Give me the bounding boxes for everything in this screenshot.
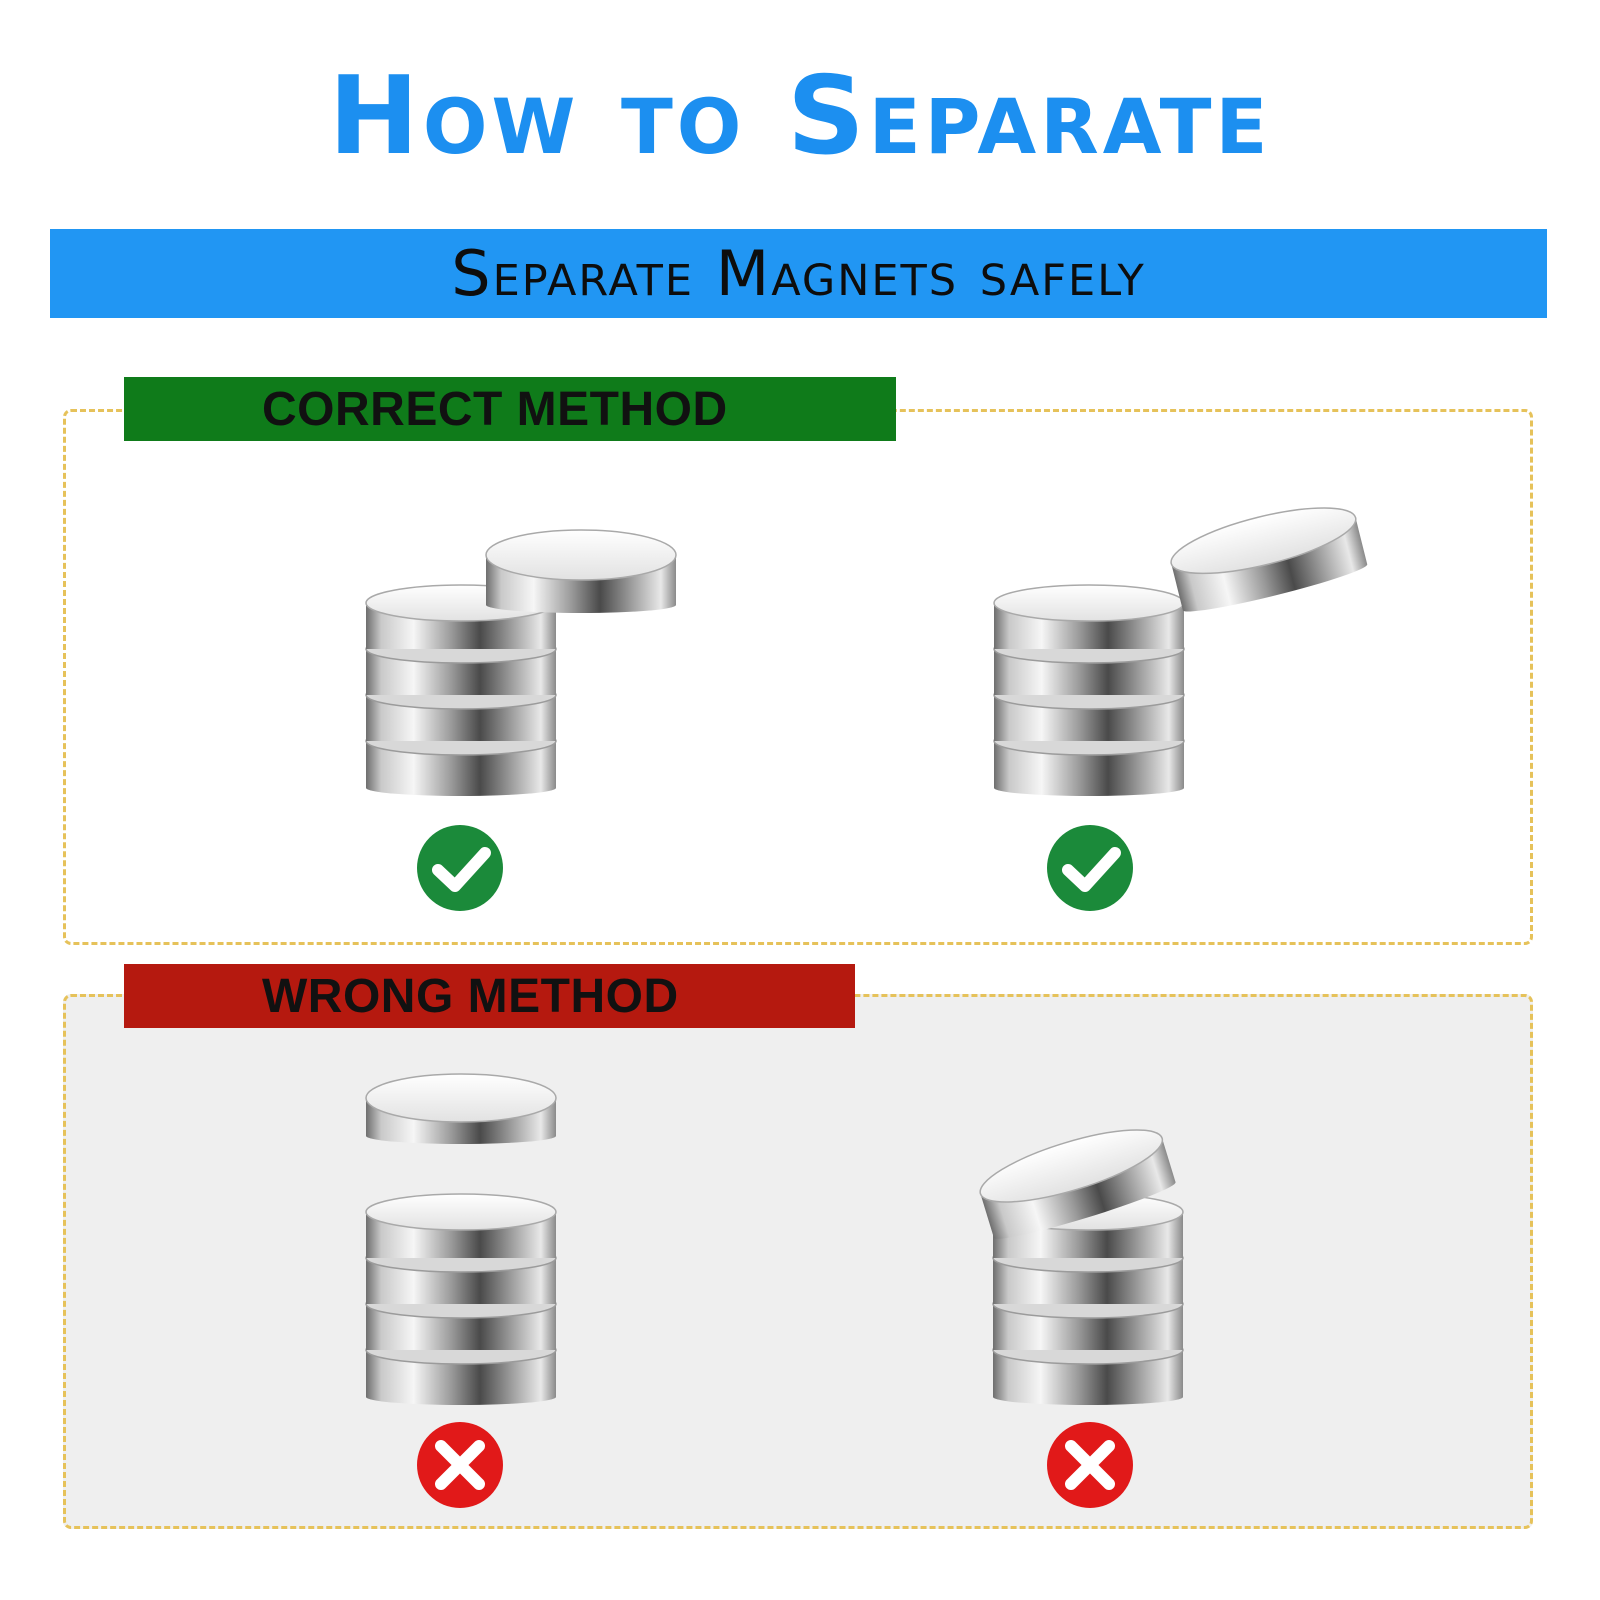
magnet-disc xyxy=(365,1193,557,1258)
cross-circle-icon xyxy=(1047,1422,1133,1508)
magnet-disc xyxy=(365,584,557,649)
subtitle-text: Separate Magnets safely xyxy=(451,237,1146,310)
check-circle-icon xyxy=(417,825,503,911)
magnet-stack xyxy=(365,584,557,796)
magnet-stack xyxy=(993,584,1185,796)
check-circle-icon xyxy=(1047,825,1133,911)
magnet-disc-lifted xyxy=(365,1073,557,1144)
magnet-disc-pried xyxy=(979,1129,1176,1239)
magnet-disc xyxy=(993,584,1185,649)
magnet-stack xyxy=(365,1193,557,1405)
correct-method-label: CORRECT METHOD xyxy=(124,377,896,441)
magnet-disc-tilted xyxy=(1170,507,1368,612)
cross-circle-icon xyxy=(417,1422,503,1508)
subtitle-banner: Separate Magnets safely xyxy=(50,229,1547,318)
magnet-disc-separated xyxy=(485,529,677,613)
correct-method-label-text: CORRECT METHOD xyxy=(262,382,728,436)
wrong-method-panel xyxy=(63,994,1533,1529)
wrong-method-label: WRONG METHOD xyxy=(124,964,855,1028)
wrong-method-label-text: WRONG METHOD xyxy=(262,969,679,1023)
correct-method-panel xyxy=(63,409,1533,945)
page-title: How to Separate xyxy=(328,54,1272,179)
